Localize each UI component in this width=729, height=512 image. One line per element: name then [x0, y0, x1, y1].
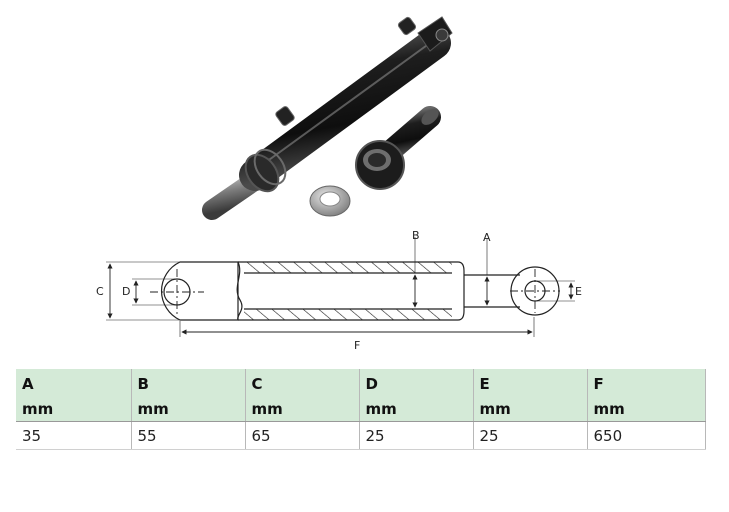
barrel-break-line: [236, 261, 243, 321]
barrel-outline: [238, 261, 465, 321]
col-unit-b: mm: [130, 397, 245, 422]
header-unit-row: mm mm mm mm mm mm: [16, 397, 706, 422]
cell-e: 25: [472, 421, 587, 450]
cell-f: 650: [586, 421, 706, 450]
col-header-d: D: [358, 369, 473, 397]
col-header-c: C: [244, 369, 359, 397]
col-unit-f: mm: [586, 397, 706, 422]
cell-c: 65: [244, 421, 359, 450]
col-header-f: F: [586, 369, 706, 397]
col-header-a: A: [16, 369, 131, 397]
barrel-wall-bottom-hatch: [244, 309, 452, 320]
dim-label-d: D: [122, 285, 130, 298]
bushing-ring: [309, 185, 351, 217]
col-unit-c: mm: [244, 397, 359, 422]
dim-label-b: B: [412, 229, 420, 242]
cell-a: 35: [16, 421, 131, 450]
cylinder-body: [239, 16, 453, 193]
cell-b: 55: [130, 421, 245, 450]
dim-label-c: C: [96, 285, 104, 298]
dim-label-f: F: [354, 339, 360, 352]
col-unit-e: mm: [472, 397, 587, 422]
header-name-row: A B C D E F: [16, 369, 706, 397]
col-header-b: B: [130, 369, 245, 397]
product-photo: [202, 16, 453, 220]
dim-label-e: E: [575, 285, 582, 298]
dimension-drawing: C D B A E F: [96, 229, 582, 352]
table-row: 35 55 65 25 25 650: [16, 421, 706, 450]
cell-d: 25: [358, 421, 473, 450]
col-header-e: E: [472, 369, 587, 397]
barrel-wall-top-hatch: [244, 262, 452, 273]
col-unit-d: mm: [358, 397, 473, 422]
spec-table: A B C D E F mm mm mm mm mm mm 35 55 65 2…: [16, 369, 706, 450]
left-clevis-outline: [160, 261, 239, 321]
dim-label-a: A: [483, 231, 491, 244]
col-unit-a: mm: [16, 397, 131, 422]
rod-eye: [355, 106, 441, 190]
